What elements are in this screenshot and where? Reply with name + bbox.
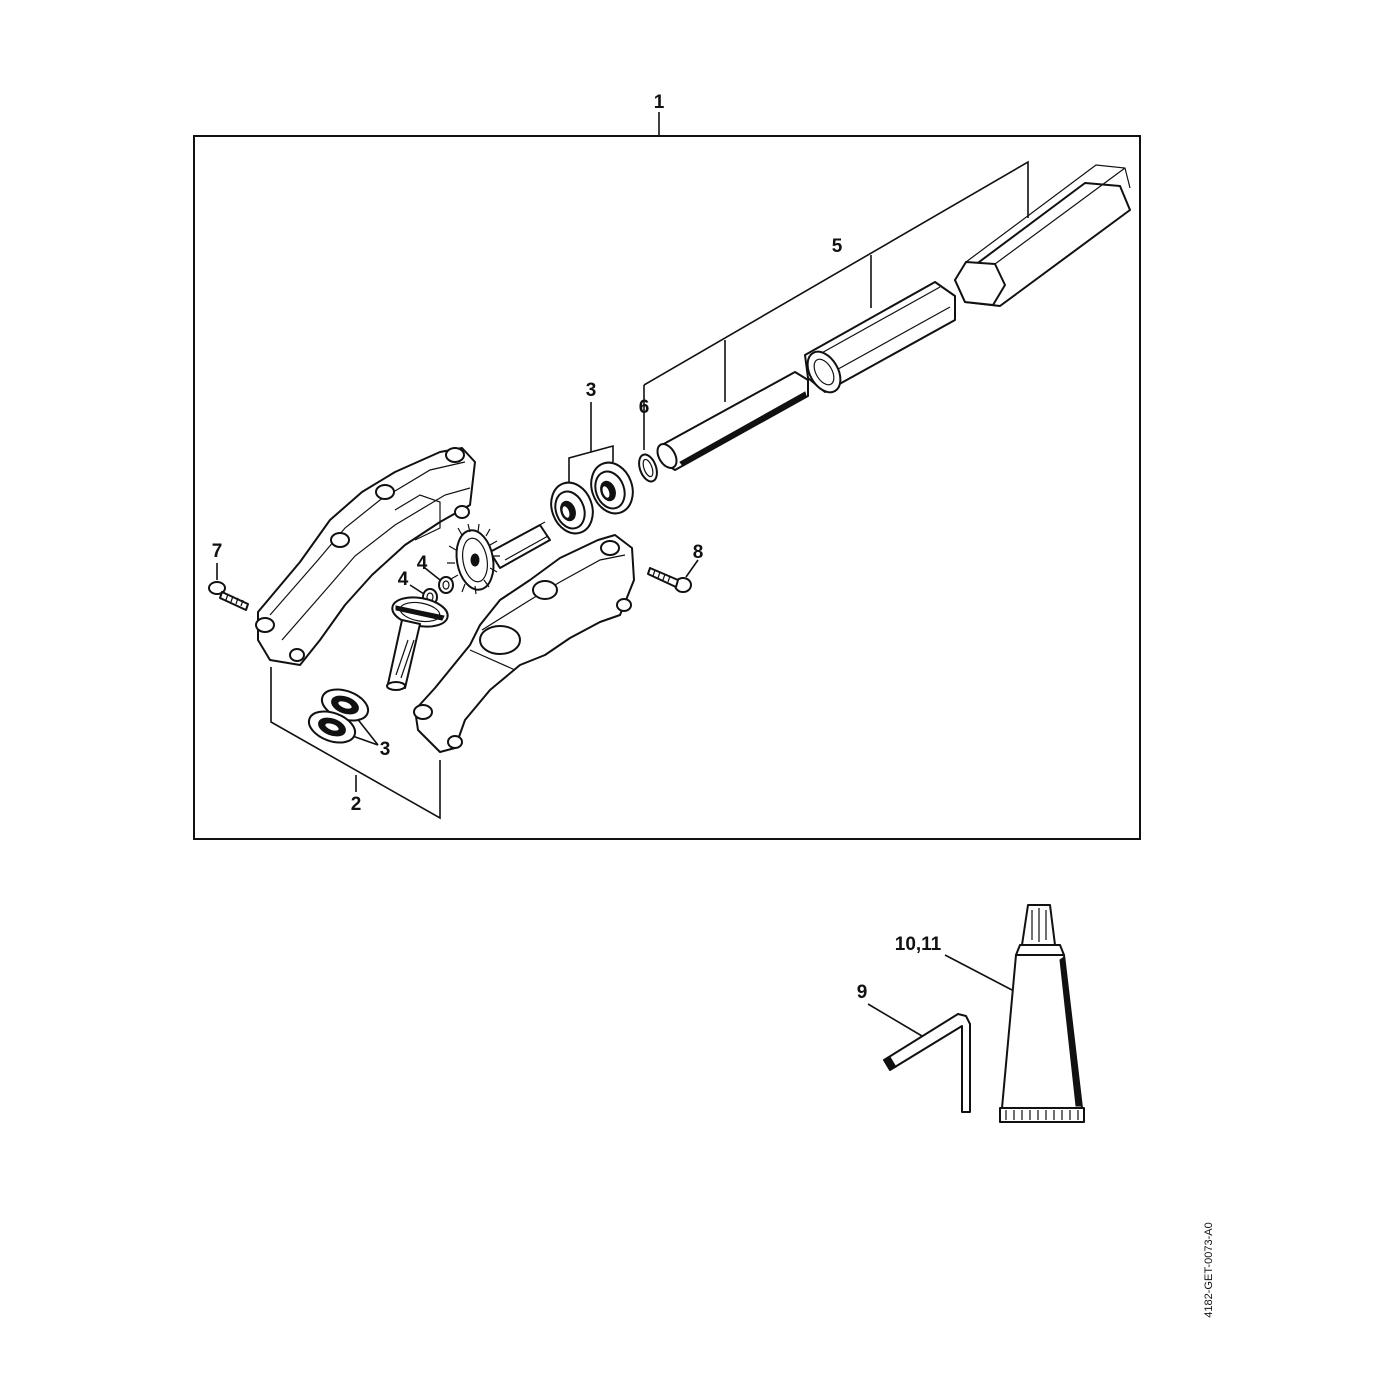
circlip xyxy=(638,453,658,483)
hex-key xyxy=(867,1003,971,1113)
callout-plug-lower: 4 xyxy=(398,569,409,590)
callout-screw-right: 8 xyxy=(693,542,704,563)
screw-left xyxy=(208,581,249,611)
callout-kit: 1 xyxy=(654,92,665,113)
callout-tube-set: 5 xyxy=(832,236,843,257)
ball-bearing-lower-2 xyxy=(307,710,357,744)
callout-gear-head: 2 xyxy=(351,794,362,815)
callout-bearings-lower: 3 xyxy=(380,739,391,760)
bevel-gear-lower xyxy=(386,596,449,691)
outer-tube xyxy=(954,164,1131,307)
ball-bearing-upper-1 xyxy=(590,461,634,515)
screw-right xyxy=(647,567,692,593)
callout-grease-tube: 10,11 xyxy=(895,934,942,955)
grease-tube xyxy=(944,904,1085,1123)
tube-liner xyxy=(804,281,956,394)
plug-upper xyxy=(438,576,454,594)
kit-frame xyxy=(193,112,1141,840)
callout-plug-upper: 4 xyxy=(417,553,428,574)
callout-screw-left: 7 xyxy=(212,541,223,562)
drawing-code: 4182-GET-0073-A0 xyxy=(1203,1222,1215,1317)
ball-bearing-upper-2 xyxy=(550,481,594,535)
drive-shaft xyxy=(656,371,809,471)
callout-bearings-upper: 3 xyxy=(586,380,597,401)
bevel-gear-shaft xyxy=(447,521,551,595)
gear-housing-half-left xyxy=(255,447,476,666)
callout-circlip: 6 xyxy=(639,397,650,418)
callout-hex-key: 9 xyxy=(857,982,868,1003)
gear-housing-half-right xyxy=(413,534,635,753)
